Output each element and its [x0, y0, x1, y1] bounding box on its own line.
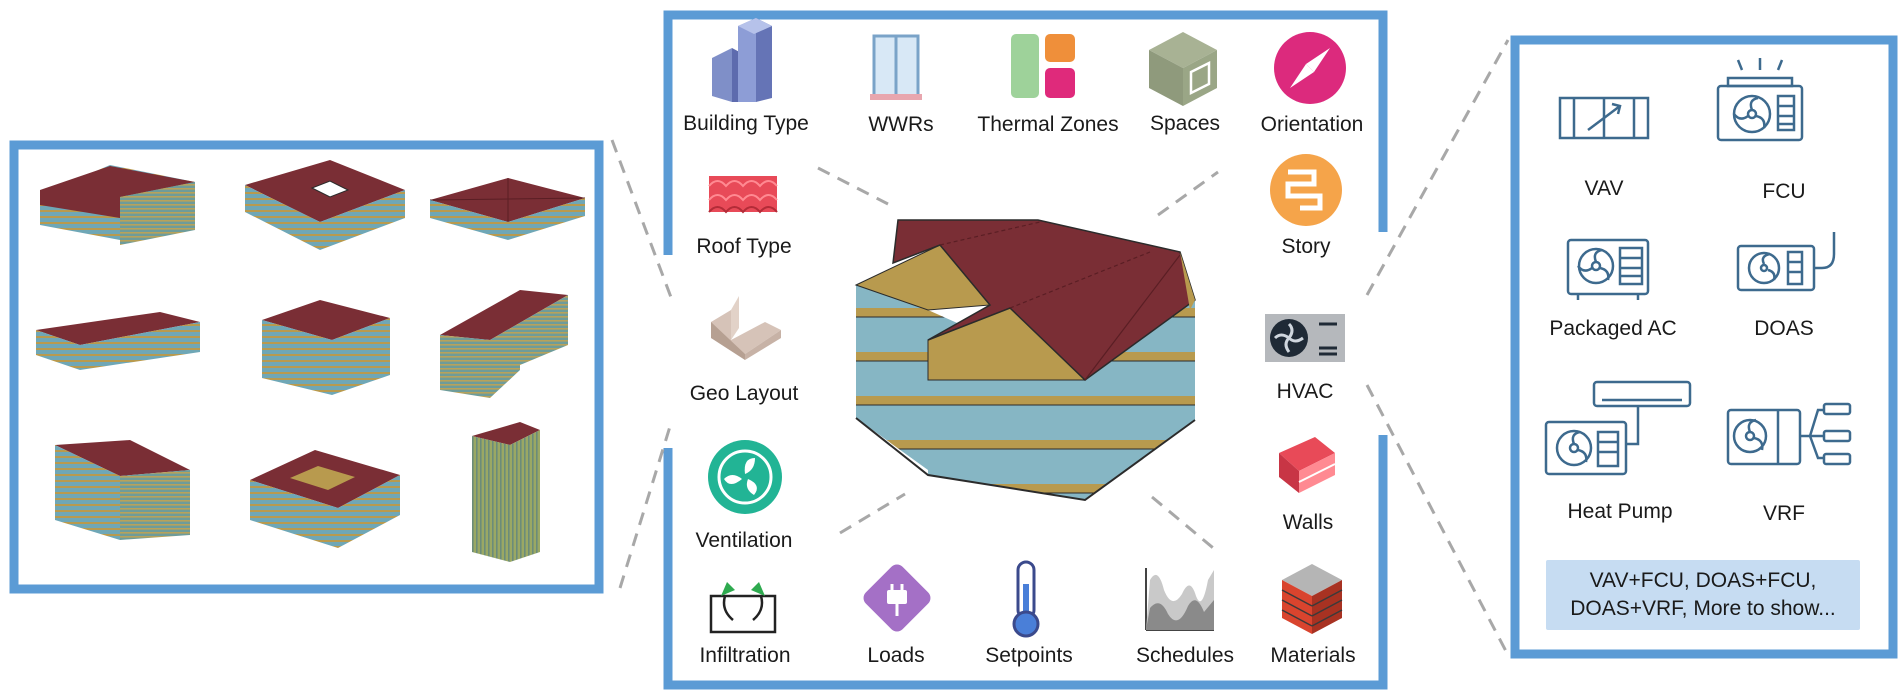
hvac-label-packaged-ac: Packaged AC — [1549, 317, 1676, 340]
vrf-icon — [1726, 402, 1852, 466]
brick-wall-icon — [1279, 437, 1336, 493]
fcu-icon — [1716, 58, 1804, 142]
infiltration-icon — [709, 582, 777, 634]
features-frame — [663, 10, 1388, 690]
building-shape-block — [262, 300, 390, 395]
hvac-unit-icon — [1265, 314, 1345, 362]
schedule-chart-icon — [1145, 568, 1214, 631]
feature-label-loads: Loads — [867, 644, 924, 667]
hvac-systems-frame — [1510, 35, 1898, 659]
hvac-systems-panel: VAV FCU Packaged AC DOAS Heat Pump VRF — [1510, 35, 1898, 659]
building-shapes-panel — [9, 140, 604, 594]
feature-label-wwrs: WWRs — [868, 113, 933, 136]
stairs-icon — [1270, 154, 1342, 226]
hvac-label-fcu: FCU — [1762, 180, 1805, 203]
building-shape-tower — [472, 422, 540, 562]
hvac-label-doas: DOAS — [1754, 317, 1814, 340]
feature-label-materials: Materials — [1270, 644, 1355, 667]
feature-label-thermal-zones: Thermal Zones — [977, 113, 1118, 136]
feature-label-ventilation: Ventilation — [696, 529, 793, 552]
l-shape-icon — [711, 296, 781, 360]
feature-label-setpoints: Setpoints — [985, 644, 1073, 667]
thermometer-icon — [1012, 560, 1040, 638]
hvac-combinations-line-2: DOAS+VRF, More to show... — [1570, 597, 1836, 620]
materials-block-icon — [1281, 564, 1343, 634]
hvac-label-vrf: VRF — [1763, 502, 1805, 525]
feature-label-orientation: Orientation — [1261, 113, 1364, 136]
doas-icon — [1736, 232, 1836, 292]
feature-label-walls: Walls — [1283, 511, 1334, 534]
compass-icon — [1274, 32, 1346, 104]
building-shape-slab — [55, 440, 190, 540]
feature-label-building-type: Building Type — [683, 112, 809, 135]
feature-label-schedules: Schedules — [1136, 644, 1234, 667]
hvac-label-vav: VAV — [1585, 177, 1624, 200]
spaces-cube-icon — [1149, 32, 1217, 106]
roof-tile-icon — [708, 176, 778, 214]
building-shape-box — [429, 178, 586, 240]
feature-label-spaces: Spaces — [1150, 112, 1220, 135]
heat-pump-icon — [1544, 380, 1692, 476]
hvac-combinations-line-1: VAV+FCU, DOAS+FCU, — [1589, 569, 1817, 592]
vav-icon — [1558, 96, 1650, 140]
building-shape-courtyard — [245, 160, 405, 250]
packaged-ac-icon — [1566, 238, 1650, 300]
window-icon — [870, 34, 922, 100]
building-shape-wedge — [36, 312, 200, 370]
connector-lines — [610, 39, 1510, 656]
hvac-label-heat-pump: Heat Pump — [1567, 500, 1672, 523]
fan-icon — [708, 440, 782, 514]
feature-label-geo-layout: Geo Layout — [690, 382, 799, 405]
feature-label-roof-type: Roof Type — [696, 235, 791, 258]
building-shape-l — [40, 165, 195, 245]
building-type-icon — [712, 18, 772, 102]
building-shape-stepped — [440, 290, 568, 398]
feature-label-hvac: HVAC — [1277, 380, 1334, 403]
thermal-zones-icon — [1011, 34, 1075, 98]
plug-icon — [863, 564, 931, 632]
feature-label-infiltration: Infiltration — [699, 644, 790, 667]
building-shape-ring — [250, 450, 400, 548]
hvac-combinations-note: VAV+FCU, DOAS+FCU, DOAS+VRF, More to sho… — [1546, 560, 1860, 630]
central-building — [854, 219, 1196, 502]
feature-label-story: Story — [1281, 235, 1331, 258]
